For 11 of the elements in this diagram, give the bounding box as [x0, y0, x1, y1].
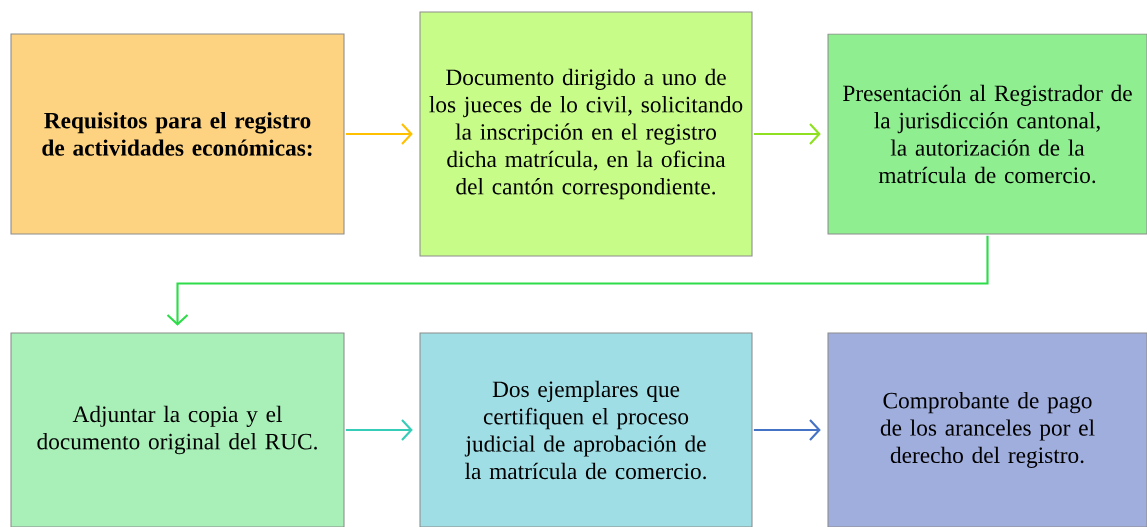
arrow: [345, 419, 413, 441]
arrow: [753, 123, 821, 145]
process-box: Documento dirigido a uno de los jueces de lo civil, solicitando la inscripción en el registro dicha matrícula, en la oficina del cantón correspondiente.: [419, 11, 753, 257]
process-box: Comprobante de pago de los aranceles por el derecho del registro.: [827, 332, 1147, 527]
process-box: Adjuntar la copia y el documento original del RUC.: [10, 332, 345, 527]
arrow: [345, 123, 413, 145]
process-box: Requisitos para el registro de actividades económicas:: [10, 33, 345, 235]
process-box: Dos ejemplares que certifiquen el proceso judicial de aprobación de la matrícula de comercio.: [419, 332, 753, 527]
arrow: [753, 419, 821, 441]
arrow: [166, 235, 989, 326]
process-box: Presentación al Registrador de la jurisdicción cantonal, la autorización de la matrícula de comercio.: [827, 33, 1147, 235]
